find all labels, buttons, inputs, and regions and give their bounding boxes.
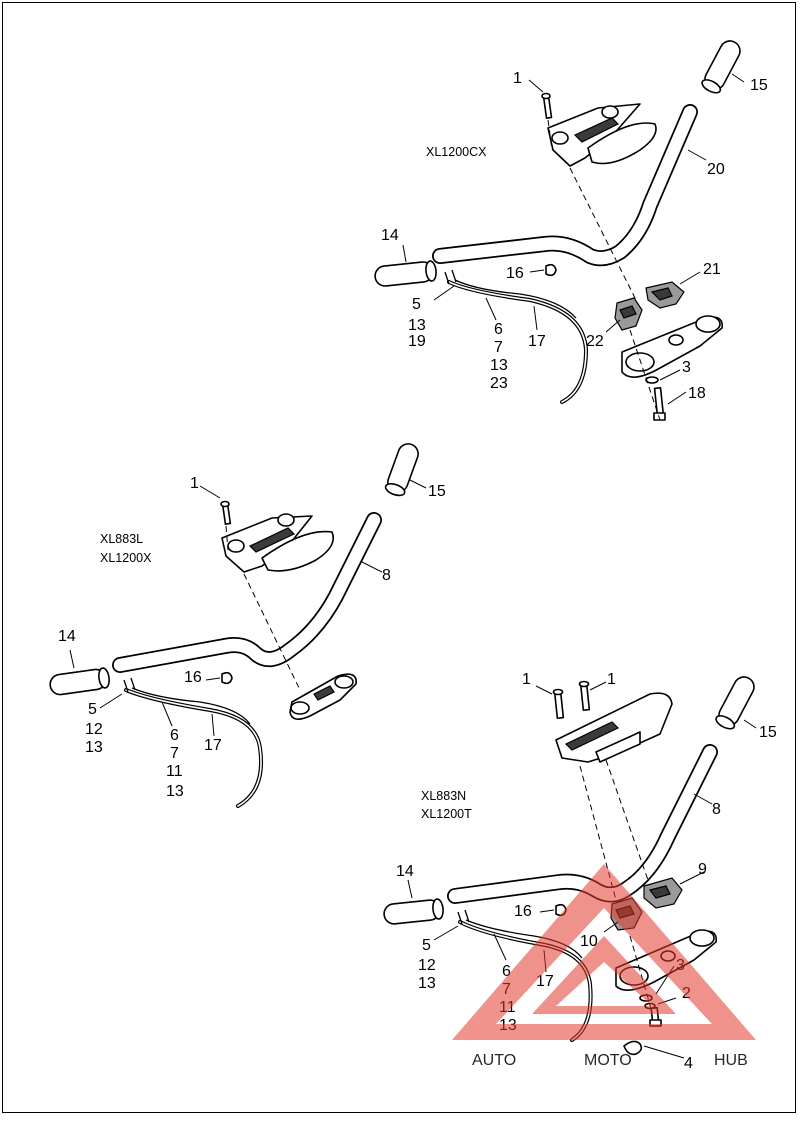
callout-5: 5 bbox=[412, 296, 421, 313]
callout-4: 4 bbox=[684, 1055, 693, 1072]
washer-3 bbox=[645, 376, 659, 384]
left-grip-14 bbox=[49, 667, 110, 696]
callout-1: 1 bbox=[513, 70, 522, 87]
callout-14: 14 bbox=[381, 227, 399, 244]
callout-17: 17 bbox=[204, 737, 222, 754]
riser-9 bbox=[643, 877, 683, 909]
callout-1a: 1 bbox=[522, 671, 531, 688]
right-grip-15 bbox=[701, 40, 741, 94]
callout-8: 8 bbox=[712, 801, 721, 818]
callout-6: 6 bbox=[494, 321, 503, 338]
callout-11: 11 bbox=[166, 763, 183, 780]
clip-16 bbox=[221, 671, 233, 685]
callout-9: 9 bbox=[698, 861, 707, 878]
callout-16: 16 bbox=[184, 669, 202, 686]
callout-1: 1 bbox=[190, 475, 199, 492]
callout-19: 19 bbox=[408, 333, 426, 350]
riser-clamp-top bbox=[221, 513, 335, 573]
callout-22: 22 bbox=[586, 333, 604, 350]
watermark-logo bbox=[452, 864, 756, 1040]
watermark-text: AUTO MOTO HUB bbox=[472, 1052, 748, 1069]
callout-18: 18 bbox=[688, 385, 706, 402]
callout-15: 15 bbox=[759, 724, 777, 741]
callout-6: 6 bbox=[502, 963, 511, 980]
callout-16: 16 bbox=[506, 265, 524, 282]
screw-1 bbox=[220, 500, 232, 525]
watermark-text-moto: MOTO bbox=[584, 1052, 632, 1069]
callout-13b: 13 bbox=[166, 783, 184, 800]
riser-bushing-21 bbox=[645, 281, 685, 309]
section-xl883l: XL883L XL1200X 1 15 8 14 16 5 12 13 6 7 … bbox=[49, 443, 446, 808]
cables-xl883n bbox=[457, 909, 593, 1042]
callout-13: 13 bbox=[85, 739, 103, 756]
callout-21: 21 bbox=[703, 261, 721, 278]
lower-triple-clamp bbox=[621, 315, 723, 378]
callout-8: 8 bbox=[382, 567, 391, 584]
callout-17: 17 bbox=[528, 333, 546, 350]
watermark-text-hub: HUB bbox=[714, 1052, 748, 1069]
callout-13b: 13 bbox=[490, 357, 508, 374]
callout-14: 14 bbox=[58, 628, 76, 645]
callout-20: 20 bbox=[707, 161, 725, 178]
cables-xl1200cx bbox=[444, 269, 589, 404]
callout-1b: 1 bbox=[607, 671, 616, 688]
callout-5: 5 bbox=[422, 937, 431, 954]
callout-7: 7 bbox=[494, 339, 503, 356]
callout-14: 14 bbox=[396, 863, 414, 880]
callout-13: 13 bbox=[408, 317, 426, 334]
riser-bushing-22 bbox=[614, 297, 643, 331]
callout-12: 12 bbox=[418, 957, 436, 974]
model-label-xl1200x: XL1200X bbox=[100, 551, 152, 565]
callout-10: 10 bbox=[580, 933, 598, 950]
callout-13: 13 bbox=[418, 975, 436, 992]
callout-7: 7 bbox=[170, 745, 179, 762]
model-label-xl883n: XL883N bbox=[421, 789, 466, 803]
callout-5: 5 bbox=[88, 701, 97, 718]
watermark-triangle-icon bbox=[452, 864, 756, 1040]
callout-16: 16 bbox=[514, 903, 532, 920]
clip-4 bbox=[623, 1040, 643, 1056]
right-grip-15 bbox=[384, 443, 419, 497]
left-grip-14 bbox=[374, 260, 437, 287]
callout-15: 15 bbox=[428, 483, 446, 500]
callout-12: 12 bbox=[85, 721, 103, 738]
model-label-xl1200cx: XL1200CX bbox=[426, 145, 487, 159]
model-label-xl883l: XL883L bbox=[100, 532, 143, 546]
callout-6: 6 bbox=[170, 727, 179, 744]
watermark-text-auto: AUTO bbox=[472, 1052, 516, 1069]
lower-riser-mount bbox=[289, 673, 357, 720]
screw-1b bbox=[578, 680, 591, 712]
callout-3: 3 bbox=[682, 359, 691, 376]
clip-16 bbox=[545, 263, 557, 277]
model-label-xl1200t: XL1200T bbox=[421, 807, 472, 821]
screw-1 bbox=[541, 92, 553, 119]
screw-1a bbox=[552, 688, 565, 720]
right-grip-15 bbox=[715, 676, 755, 730]
left-grip-14 bbox=[383, 898, 444, 925]
callout-15: 15 bbox=[750, 77, 768, 94]
callout-17: 17 bbox=[536, 973, 554, 990]
section-xl1200cx: XL1200CX 1 15 20 14 16 21 5 13 19 6 7 13… bbox=[374, 40, 768, 421]
riser-clamp-top bbox=[555, 692, 673, 763]
riser-clamp-top bbox=[547, 103, 657, 167]
cables-xl883l bbox=[123, 677, 263, 808]
callout-23: 23 bbox=[490, 375, 508, 392]
